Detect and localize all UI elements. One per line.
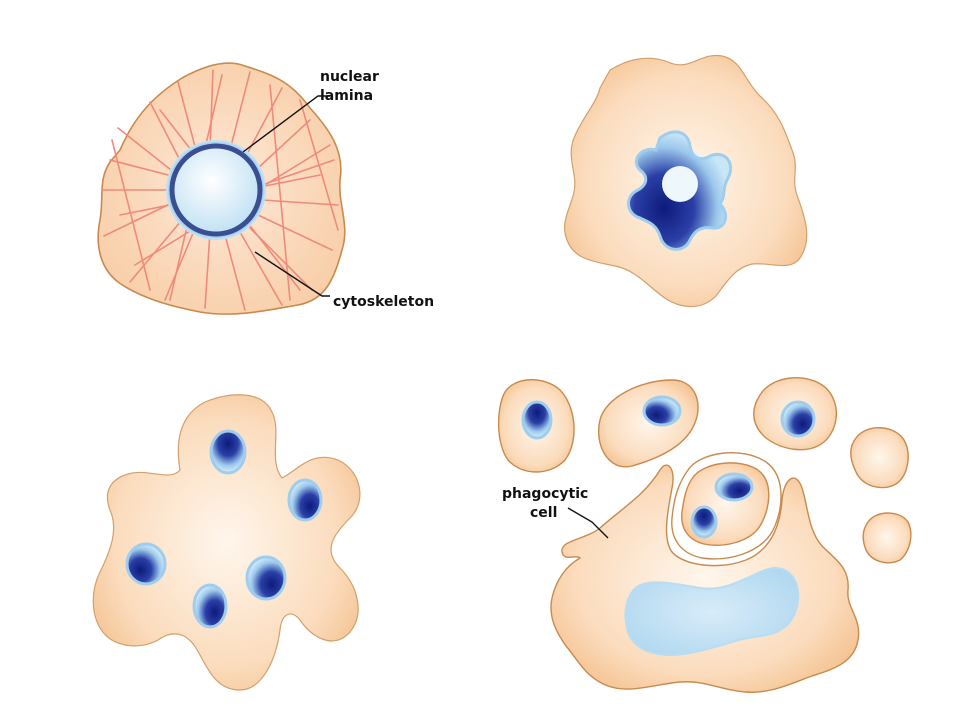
cytoskeleton-label: cytoskeleton <box>333 294 434 310</box>
nuclear-envelope-halo <box>166 140 266 240</box>
phagocyte-nucleus <box>624 567 800 656</box>
nuclear-lamina-label-line2: lamina <box>320 88 373 104</box>
apoptotic-body-2 <box>598 379 699 468</box>
phagocytic-cell-leader <box>567 507 609 539</box>
engulfed-fragment-2 <box>690 505 718 539</box>
apoptotic-body-2-fragment <box>642 395 682 427</box>
nucleus-center <box>662 166 698 202</box>
nuclear-lamina-label-line1: nuclear <box>320 69 379 85</box>
cytoskeleton-leader <box>254 251 330 297</box>
nuclear-fragment-1 <box>209 429 247 475</box>
nuclear-fragment-3 <box>125 542 167 586</box>
condensing-cell <box>563 54 808 308</box>
apoptotic-body-3-fragment <box>780 400 816 438</box>
phagocytic-cell-membrane <box>550 464 860 693</box>
nuclear-fragment-2 <box>287 478 323 522</box>
nuclear-lamina-leader <box>242 95 330 153</box>
blebbing-cell <box>92 394 361 691</box>
phagocytic-cell-label-line1: phagocytic <box>502 486 588 502</box>
cytoskeleton-filaments <box>101 69 339 311</box>
nuclear-fragment-5 <box>192 583 228 629</box>
fragmenting-nucleus <box>627 130 733 251</box>
apoptotic-body-5 <box>862 512 912 564</box>
nuclear-fragment-4 <box>245 555 287 601</box>
apoptotic-bodies <box>497 377 912 564</box>
blebbing-cell-membrane <box>92 394 361 691</box>
apoptotic-body-1-fragment <box>521 400 553 440</box>
nuclear-lamina-ring <box>169 143 263 237</box>
engulfed-fragment-1 <box>714 472 754 502</box>
apoptotic-body-4 <box>850 427 909 489</box>
phagocytic-cell: phagocytic cell <box>502 452 860 693</box>
normal-cell: nuclear lamina cytoskeleton <box>97 62 434 315</box>
phagocytic-cell-label-line2: cell <box>530 505 557 521</box>
